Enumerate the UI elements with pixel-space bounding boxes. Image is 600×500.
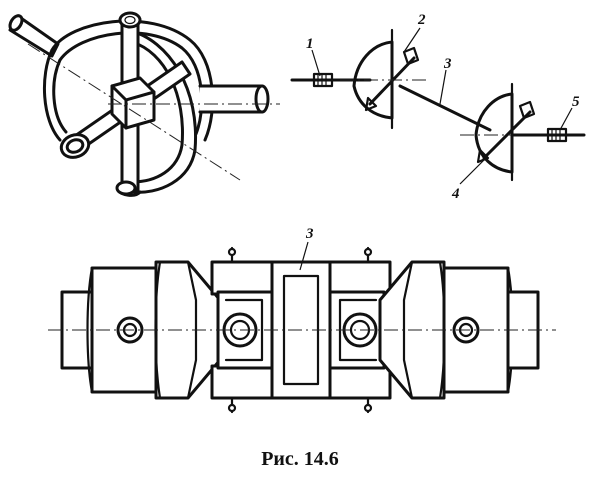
label-1: 1 bbox=[306, 36, 314, 52]
label-3: 3 bbox=[443, 56, 452, 72]
double-cardan-schematic: 1 2 3 4 5 bbox=[290, 12, 586, 202]
right-shaft bbox=[198, 84, 270, 114]
tube-end bbox=[59, 133, 91, 159]
perspective-axis-diagonal bbox=[27, 43, 241, 181]
label-2: 2 bbox=[417, 12, 426, 28]
label-5: 5 bbox=[572, 94, 580, 110]
schematic-shaft-3 bbox=[398, 84, 492, 132]
figure-caption: Рис. 14.6 bbox=[261, 448, 339, 470]
right-cross bbox=[328, 246, 392, 414]
cross-center-block bbox=[110, 76, 156, 130]
assembly-label-3: 3 bbox=[305, 226, 314, 242]
left-shaft bbox=[8, 14, 60, 58]
assembly-drawing: 3 bbox=[48, 226, 556, 414]
schematic-joint-4 bbox=[460, 82, 560, 182]
schematic-joint-2 bbox=[340, 28, 430, 130]
perspective-cardan-joint bbox=[8, 11, 280, 197]
label-4: 4 bbox=[451, 186, 460, 202]
